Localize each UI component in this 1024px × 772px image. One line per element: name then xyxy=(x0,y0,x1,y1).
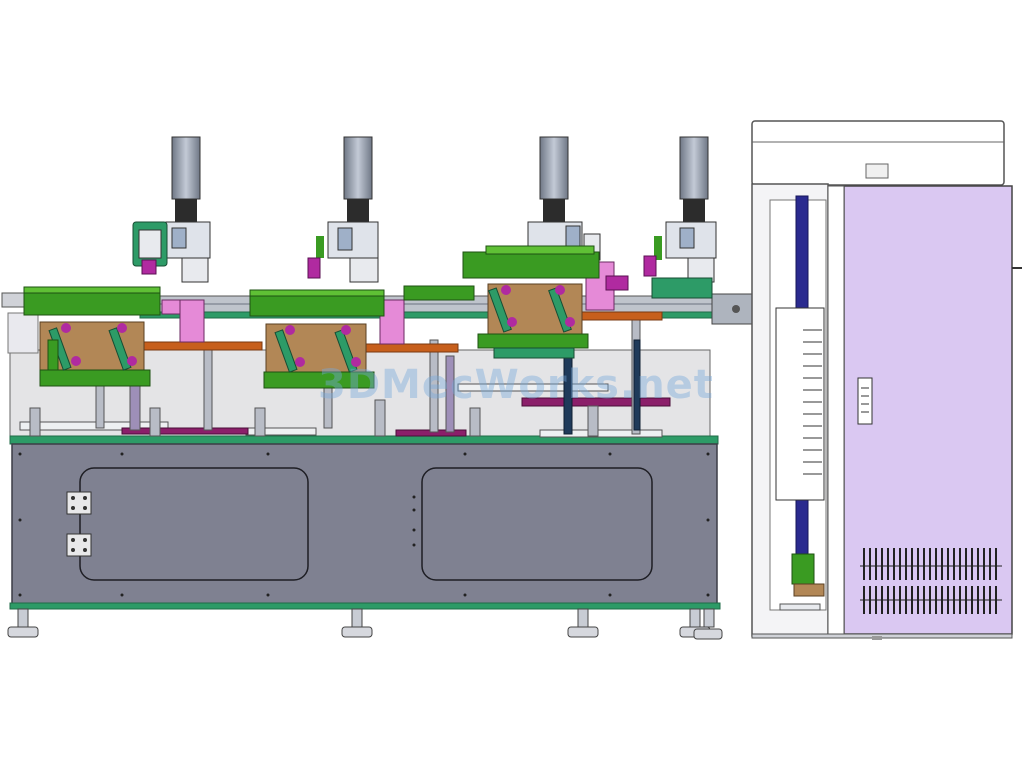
leveling-feet xyxy=(7,608,723,640)
hinge-icon xyxy=(66,491,92,557)
frame-bolts xyxy=(18,452,710,597)
servo-motor-3 xyxy=(539,136,569,200)
internal-panel xyxy=(775,307,825,501)
vibratory-bowl-3 xyxy=(462,251,600,279)
station-1 xyxy=(23,136,211,387)
access-door-right xyxy=(421,467,653,581)
vibratory-bowl-1 xyxy=(23,290,161,316)
control-cabinet xyxy=(751,120,1022,640)
servo-motor-2 xyxy=(343,136,373,200)
access-door-left xyxy=(79,467,309,581)
vibratory-bowl-2 xyxy=(249,293,385,317)
station-4 xyxy=(643,136,717,299)
cabinet-hood xyxy=(751,120,1005,186)
door-handle-icon[interactable] xyxy=(857,377,873,425)
servo-motor-1 xyxy=(171,136,201,200)
frame-bottom-rail xyxy=(9,602,721,610)
station-2 xyxy=(249,136,475,389)
main-machine xyxy=(1,136,753,640)
base-plate-left xyxy=(19,421,169,431)
station-3 xyxy=(462,136,629,359)
servo-motor-4 xyxy=(679,136,709,200)
